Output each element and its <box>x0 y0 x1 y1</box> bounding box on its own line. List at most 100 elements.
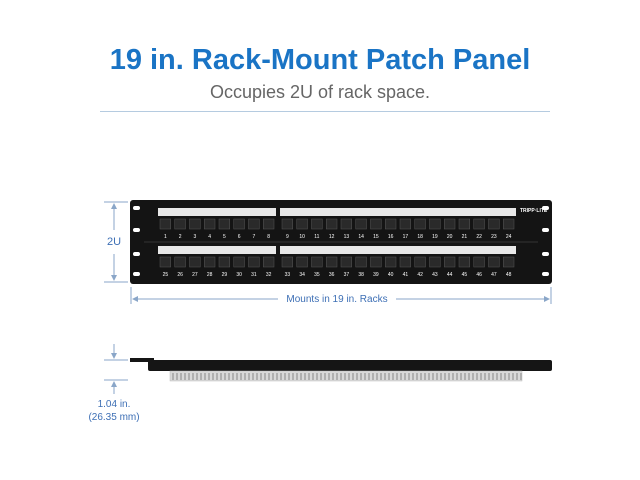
side-connector-tooth <box>240 373 242 380</box>
label-strip <box>398 208 516 216</box>
depth-label-mm: (26.35 mm) <box>88 412 140 423</box>
port-number: 24 <box>506 234 512 240</box>
port-number: 17 <box>403 234 409 240</box>
rj45-port <box>429 218 441 230</box>
side-connector-tooth <box>376 373 378 380</box>
side-connector-tooth <box>216 373 218 380</box>
rj45-port <box>326 256 338 268</box>
side-connector-tooth <box>516 373 518 380</box>
rj45-port <box>488 218 500 230</box>
rj45-port <box>385 218 397 230</box>
side-connector-tooth <box>356 373 358 380</box>
side-connector-tooth <box>324 373 326 380</box>
side-connector-tooth <box>460 373 462 380</box>
side-connector-tooth <box>412 373 414 380</box>
side-connector-tooth <box>288 373 290 380</box>
port-number: 19 <box>432 234 438 240</box>
port-number: 9 <box>286 234 289 240</box>
height-label: 2U <box>106 236 122 248</box>
side-connector-tooth <box>200 373 202 380</box>
port-number: 26 <box>177 272 183 278</box>
port-number: 5 <box>223 234 226 240</box>
side-connector-tooth <box>280 373 282 380</box>
rj45-port <box>444 218 456 230</box>
side-connector-tooth <box>396 373 398 380</box>
port-number: 42 <box>417 272 423 278</box>
depth-label: 1.04 in. (26.35 mm) <box>74 398 154 424</box>
port-number: 14 <box>358 234 364 240</box>
side-connector-tooth <box>352 373 354 380</box>
side-connector-tooth <box>236 373 238 380</box>
side-connector-tooth <box>384 373 386 380</box>
side-connector-tooth <box>192 373 194 380</box>
side-connector-tooth <box>244 373 246 380</box>
side-connector-tooth <box>300 373 302 380</box>
rj45-port <box>281 256 293 268</box>
rj45-port <box>248 218 260 230</box>
side-connector-tooth <box>196 373 198 380</box>
brand-logo: TRIPP·LITE <box>520 208 548 214</box>
rj45-port <box>340 256 352 268</box>
side-connector-tooth <box>268 373 270 380</box>
port-number: 36 <box>329 272 335 278</box>
side-connector-tooth <box>400 373 402 380</box>
side-connector-tooth <box>308 373 310 380</box>
label-strip <box>158 208 276 216</box>
rj45-port <box>159 256 171 268</box>
rj45-port <box>503 218 515 230</box>
side-connector-tooth <box>296 373 298 380</box>
side-connector-tooth <box>260 373 262 380</box>
port-number: 31 <box>251 272 257 278</box>
side-connector-tooth <box>348 373 350 380</box>
side-connector-tooth <box>444 373 446 380</box>
rj45-port <box>385 256 397 268</box>
rj45-port <box>326 218 338 230</box>
rj45-port <box>159 218 171 230</box>
label-strip <box>280 246 398 254</box>
rj45-port <box>233 256 245 268</box>
rj45-port <box>444 256 456 268</box>
side-connector-tooth <box>472 373 474 380</box>
side-connector-tooth <box>392 373 394 380</box>
rj45-port <box>296 256 308 268</box>
side-connector-tooth <box>224 373 226 380</box>
page-subtitle: Occupies 2U of rack space. <box>209 82 431 102</box>
side-connector-tooth <box>232 373 234 380</box>
port-number: 30 <box>236 272 242 278</box>
label-strip <box>398 246 516 254</box>
port-number: 3 <box>193 234 196 240</box>
page-title: 19 in. Rack-Mount Patch Panel <box>109 44 531 76</box>
side-connector-tooth <box>440 373 442 380</box>
side-connector-tooth <box>508 373 510 380</box>
side-connector-tooth <box>180 373 182 380</box>
side-connector-tooth <box>248 373 250 380</box>
side-connector-tooth <box>420 373 422 380</box>
port-number: 12 <box>329 234 335 240</box>
port-number: 18 <box>417 234 423 240</box>
side-connector-tooth <box>220 373 222 380</box>
port-number: 10 <box>299 234 305 240</box>
rj45-port <box>311 256 323 268</box>
rj45-port <box>370 256 382 268</box>
rj45-port <box>503 256 515 268</box>
side-connector-tooth <box>284 373 286 380</box>
side-connector-tooth <box>456 373 458 380</box>
rj45-port <box>296 218 308 230</box>
label-strip <box>158 246 276 254</box>
rj45-port <box>189 218 201 230</box>
rj45-port <box>218 218 230 230</box>
rj45-port <box>370 218 382 230</box>
port-number: 45 <box>462 272 468 278</box>
rj45-port <box>340 218 352 230</box>
port-number: 28 <box>207 272 213 278</box>
side-connector-tooth <box>188 373 190 380</box>
port-number: 16 <box>388 234 394 240</box>
rj45-port <box>355 218 367 230</box>
side-connector-tooth <box>424 373 426 380</box>
side-connector-tooth <box>504 373 506 380</box>
rj45-port <box>355 256 367 268</box>
port-number: 22 <box>476 234 482 240</box>
